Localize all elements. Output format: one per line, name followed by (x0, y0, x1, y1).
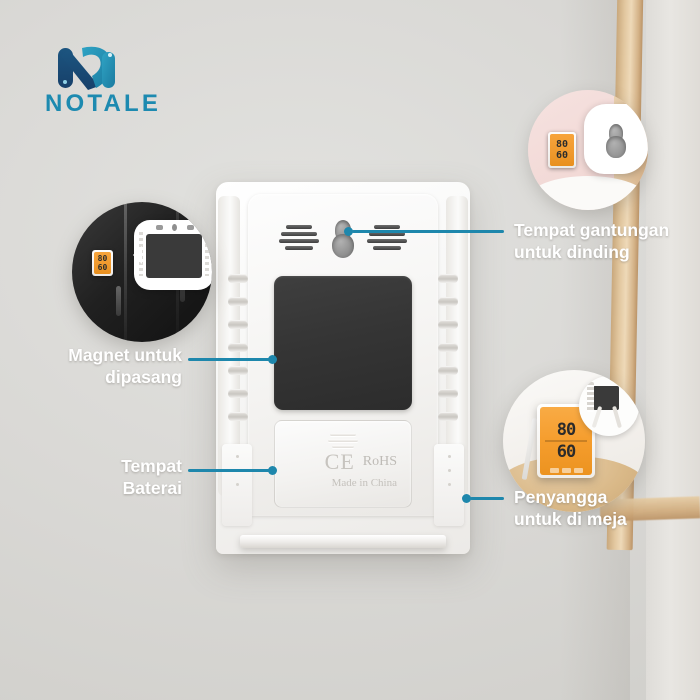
magnet-pad (274, 276, 412, 410)
battery-compartment-cover: CE RoHS Made in China (274, 420, 412, 508)
brand-name: NOTALE (45, 90, 162, 117)
inset-fridge-magnet-photo: 80 60 (72, 202, 212, 342)
mini-device-on-fridge: 80 60 (92, 250, 113, 276)
stand-leg-left (222, 444, 252, 526)
callout-label-hanging: Tempat gantungan untuk dinding (514, 220, 670, 263)
stand-leg-right (434, 444, 464, 526)
magnet-detail-bubble (134, 220, 212, 290)
kickstand-hinge-left (228, 274, 248, 442)
device-base-lip (240, 535, 446, 548)
mini-device-on-wall: 80 60 (548, 132, 576, 168)
connector-dot-magnet (268, 355, 277, 364)
keyhole-detail-bubble (584, 104, 648, 174)
keyhole-hanging-slot (332, 220, 354, 258)
connector-dot-stand (462, 494, 471, 503)
callout-label-magnet: Magnet untuk dipasang (68, 345, 182, 388)
wall-panel-right (646, 0, 700, 700)
connector-line-magnet (188, 358, 272, 361)
inset-wall-mount-photo: 80 60 (528, 90, 648, 210)
connector-dot-battery (268, 466, 277, 475)
notale-monogram-icon (58, 46, 115, 90)
product-back-view: CE RoHS Made in China (216, 182, 470, 554)
brand-logo: NOTALE (40, 42, 170, 120)
device-back-plate: CE RoHS Made in China (248, 194, 438, 516)
kickstand-hinge-right (438, 274, 458, 442)
inset-desk-stand-photo: 80 60 (503, 370, 645, 512)
connector-line-stand (470, 497, 504, 500)
connector-line-battery (188, 469, 272, 472)
origin-text: Made in China (331, 477, 397, 489)
vent-grille-right-icon (366, 224, 408, 254)
vent-grille-left-icon (278, 224, 320, 254)
battery-cover-grip-icon (328, 433, 358, 451)
ce-mark: CE (324, 449, 355, 474)
callout-label-battery: Tempat Baterai (121, 456, 182, 499)
rohs-mark: RoHS (362, 454, 397, 469)
certification-marks: CE RoHS Made in China (324, 449, 397, 490)
callout-label-stand: Penyangga untuk di meja (514, 487, 627, 530)
kickstand-detail-bubble (579, 376, 639, 436)
connector-line-hanging (352, 230, 504, 233)
connector-dot-hanging (344, 227, 353, 236)
